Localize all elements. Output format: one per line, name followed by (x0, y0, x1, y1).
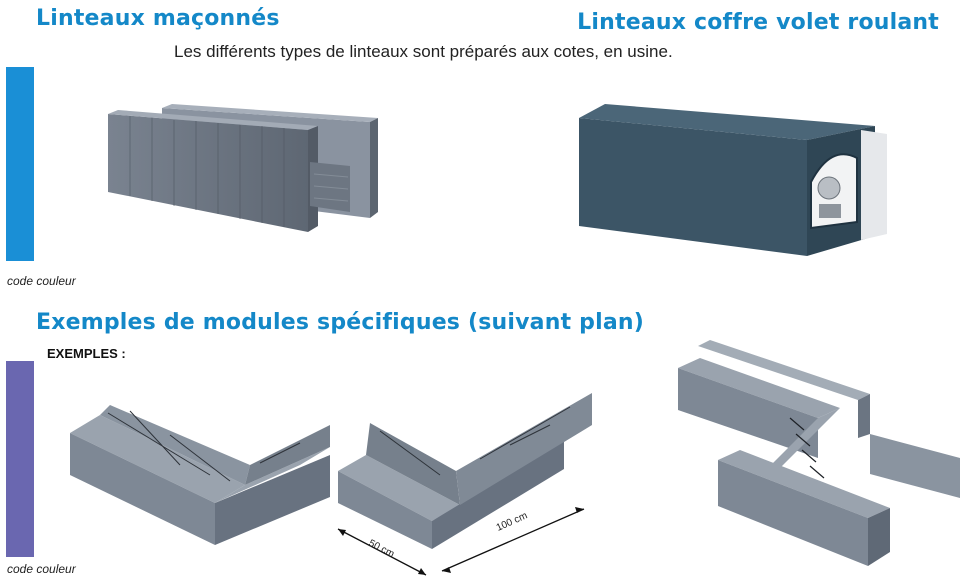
intro-text: Les différents types de linteaux sont pr… (174, 42, 673, 61)
dimension-50cm: 50 cm (367, 538, 396, 560)
dimension-100cm: 100 cm (495, 510, 529, 533)
heading-modules-specifiques: Exemples de modules spécifiques (suivant… (36, 310, 644, 335)
corner-module-illustration-2: 50 cm 100 cm (337, 393, 592, 576)
roller-shutter-lintel-illustration (579, 104, 887, 256)
corner-module-illustration-1 (70, 405, 330, 545)
color-code-caption: code couleur (7, 274, 76, 288)
exemples-label: EXEMPLES : (47, 346, 126, 361)
color-code-bar-purple (6, 361, 34, 557)
z-shaped-module-illustration (678, 340, 960, 566)
color-code-bar-blue (6, 67, 34, 261)
heading-linteaux-coffre: Linteaux coffre volet roulant (577, 10, 939, 35)
color-code-caption: code couleur (7, 562, 76, 576)
masonry-lintel-illustration (108, 104, 378, 232)
heading-linteaux-maconnes: Linteaux maçonnés (36, 6, 280, 31)
